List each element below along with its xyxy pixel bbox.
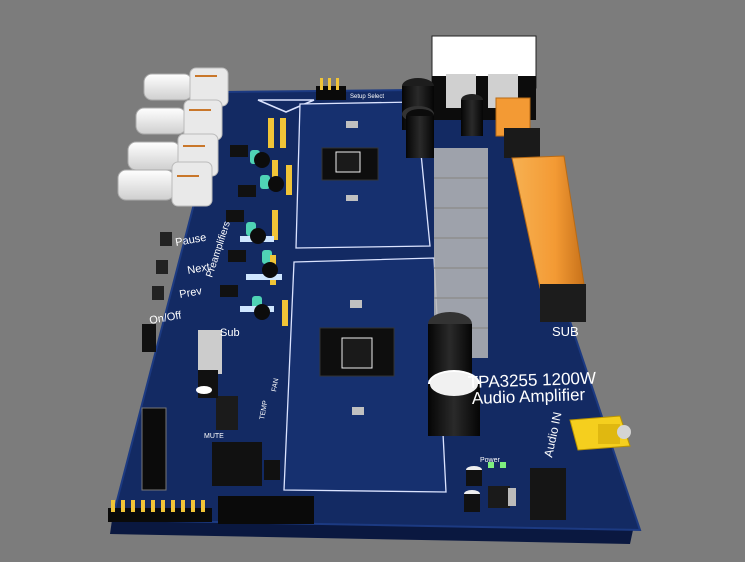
next-label: Next (186, 261, 210, 277)
power-switch[interactable] (142, 324, 156, 352)
audio-in-jack[interactable] (569, 415, 631, 451)
sub-label: Sub (220, 327, 240, 339)
temp-label: TEMP (259, 400, 269, 421)
potentiometer[interactable] (117, 161, 213, 207)
bulk-capacitors (428, 312, 480, 436)
onoff-label: On/Off (148, 309, 183, 327)
potentiometer-array (117, 67, 229, 207)
prev-button[interactable] (152, 286, 164, 300)
audio-in-connector (530, 468, 566, 520)
setup-select-label: Setup Select (350, 94, 384, 100)
fan-label: FAN (271, 378, 280, 393)
potentiometer[interactable] (135, 99, 223, 141)
preamp-components (220, 118, 292, 326)
title-line-1: TPA3255 1200W (467, 369, 596, 392)
mute-label: MUTE (204, 433, 224, 440)
amplifier-section-bottom (283, 257, 447, 493)
pin-header-bottom (108, 496, 314, 524)
sub-output-label: SUB (552, 324, 579, 339)
sub-relay (511, 155, 586, 322)
power-label: Power (480, 457, 501, 464)
setup-select-header[interactable] (316, 78, 346, 100)
amplifier-section-top (295, 101, 431, 249)
next-button[interactable] (156, 260, 168, 274)
pause-button[interactable] (160, 232, 172, 246)
potentiometer[interactable] (143, 67, 229, 107)
mcu-area (141, 330, 280, 491)
title-line-2: Audio Amplifier (471, 385, 585, 408)
pause-label: Pause (174, 232, 207, 249)
power-section (402, 35, 540, 158)
prev-label: Prev (178, 285, 203, 301)
tactile-buttons (142, 232, 172, 352)
power-led-area (464, 462, 516, 512)
